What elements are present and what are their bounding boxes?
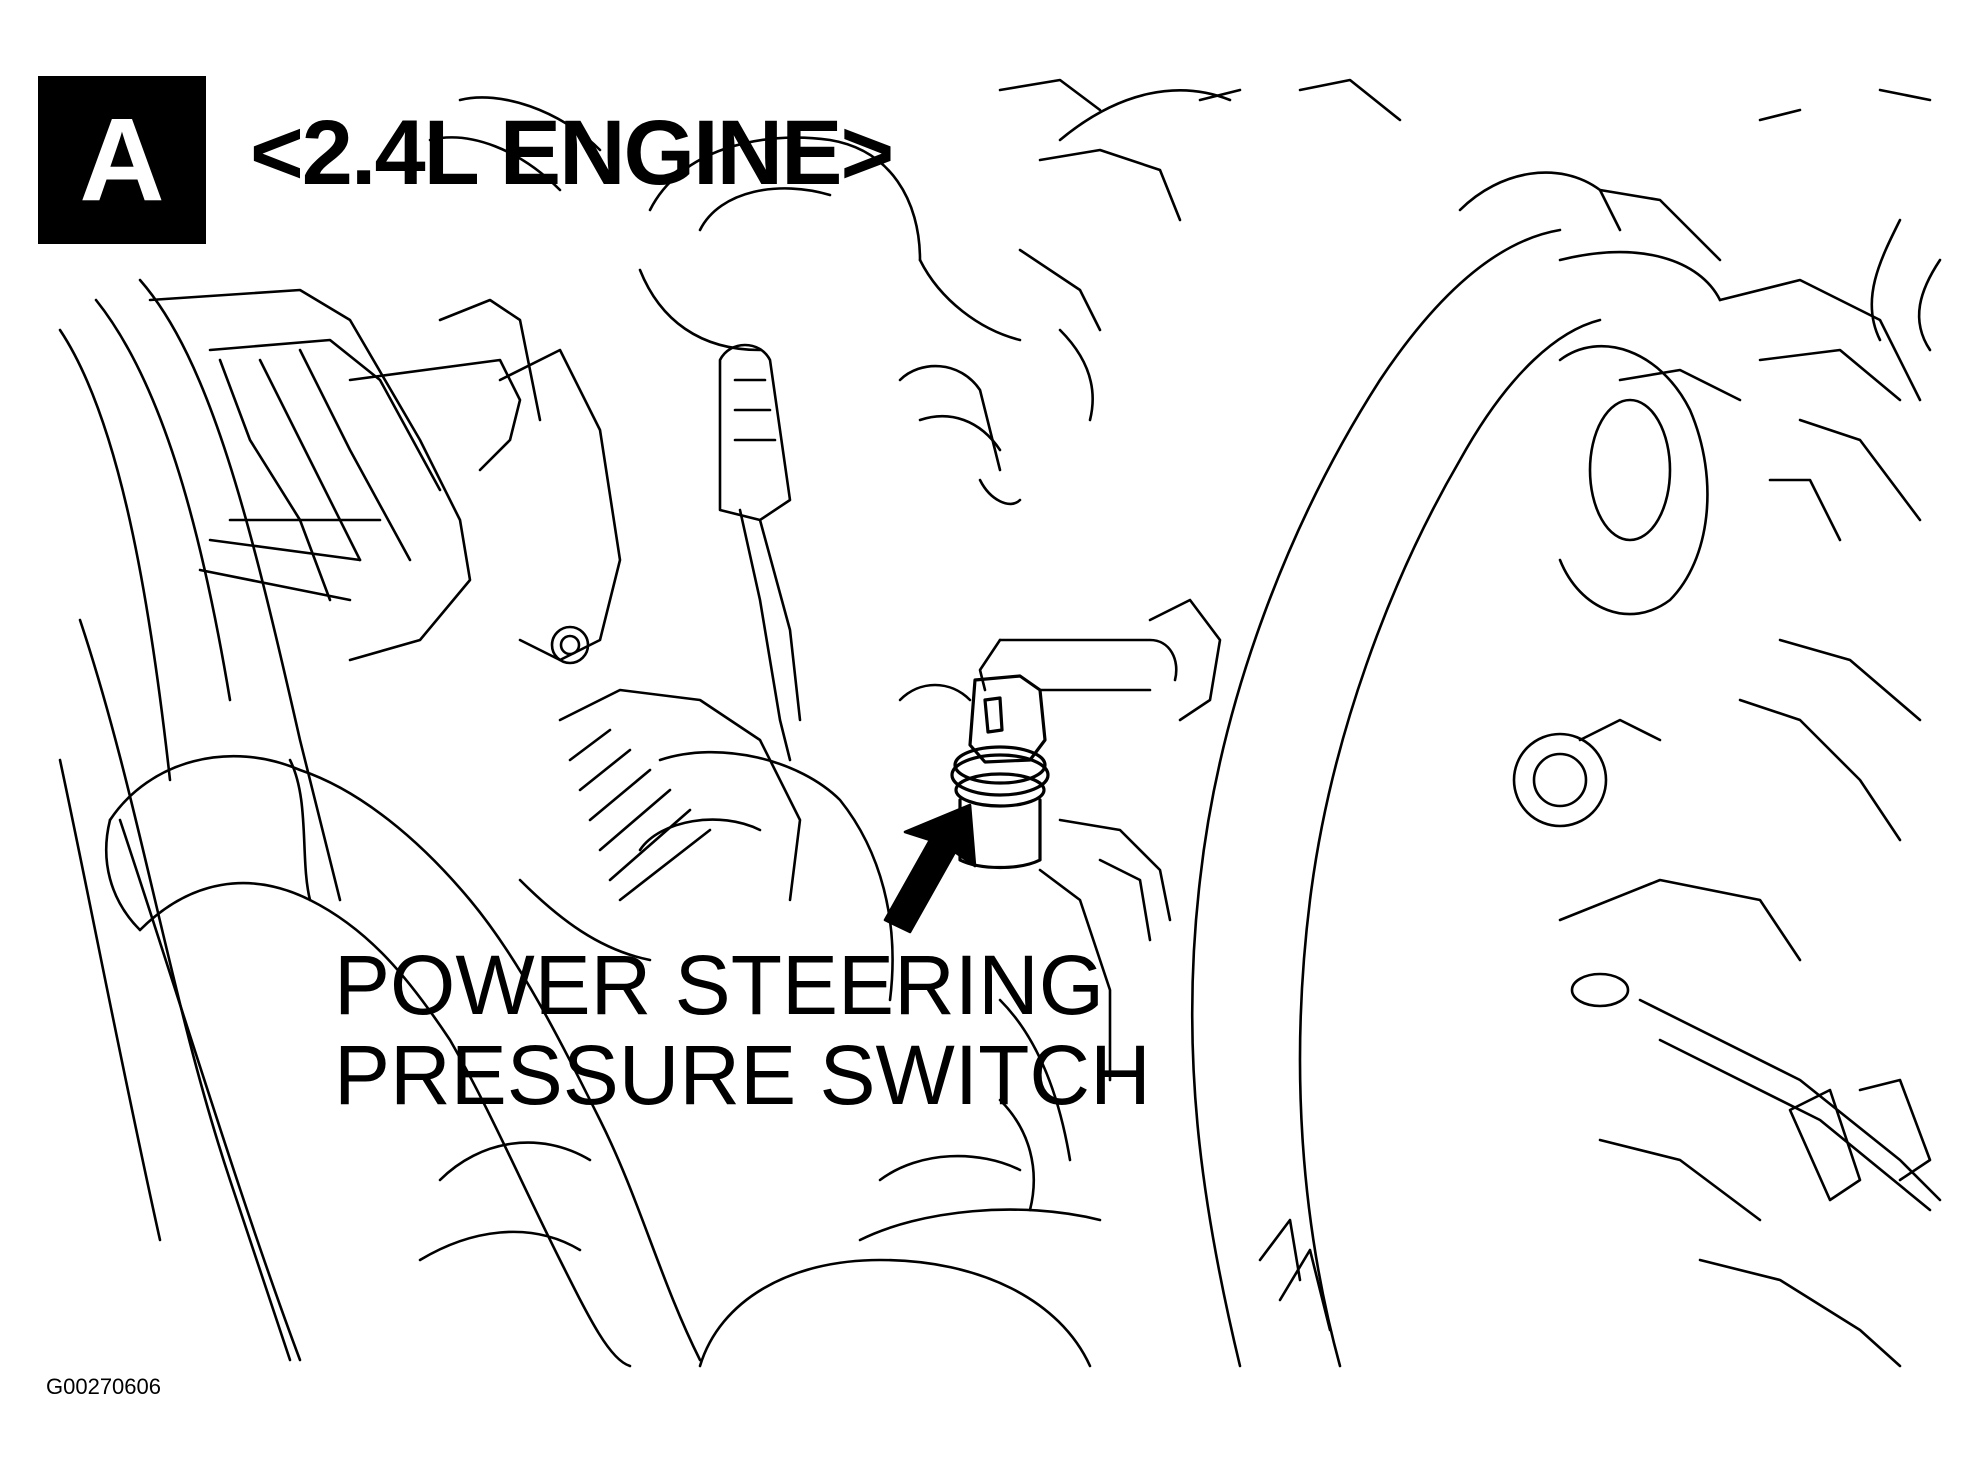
engine-heading: <2.4L ENGINE> [250, 102, 894, 204]
lower-pulley-area [418, 1141, 1332, 1368]
right-engine-block [1512, 250, 1922, 828]
right-bracket-rail [1558, 638, 1942, 1368]
callout-arrow [883, 803, 977, 934]
pump-housing [638, 750, 1172, 1242]
left-hoses-group [58, 278, 342, 1362]
pressure-hose-assembly [898, 598, 1222, 722]
panel-badge: A [38, 76, 206, 244]
callout-line-1: POWER STEERING [334, 938, 1105, 1032]
ignition-coil-pack [148, 288, 542, 662]
center-connector-harness [718, 248, 1102, 762]
large-coolant-hose [1190, 171, 1722, 1368]
figure-id: G00270606 [46, 1374, 161, 1399]
callout-line-2: PRESSURE SWITCH [334, 1028, 1151, 1122]
radiator-hose-lower [104, 754, 702, 1368]
steering-rack-boot [518, 688, 802, 962]
pressure-switch-body [950, 674, 1050, 870]
bracket-bolt [498, 348, 622, 665]
component-callout: POWER STEERING PRESSURE SWITCH [334, 940, 1151, 1120]
top-air-intake [428, 78, 1232, 352]
top-right-wiring [1198, 78, 1942, 352]
